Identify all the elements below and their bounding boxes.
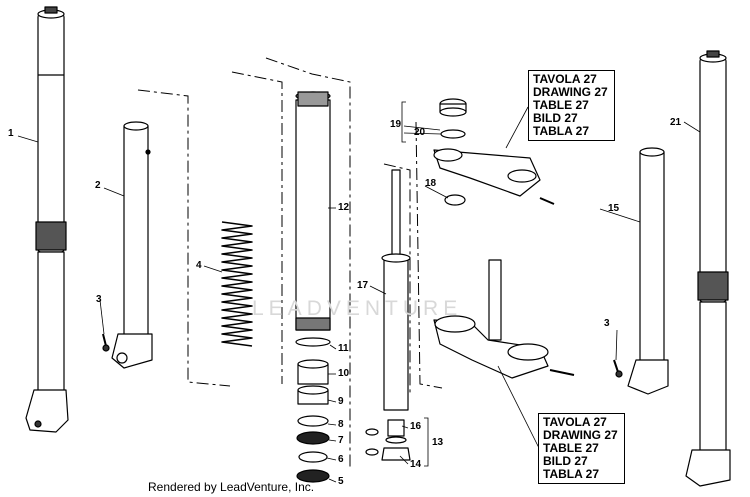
callout-16: 16 [410,421,422,432]
part-3-screw-right [613,359,623,378]
part-15-inner-tube-right [627,147,669,395]
part-21-fork-leg-right [685,50,731,487]
part-1-fork-leg-left [25,6,69,433]
callout-4: 4 [196,260,202,271]
callout-17: 17 [357,280,369,291]
part-7-seal [296,431,330,445]
part-13-o-ring-a [365,428,379,436]
callout-9: 9 [338,396,344,407]
part-11-circlip [295,337,331,347]
callout-10: 10 [338,368,350,379]
part-6-stop-ring [298,451,328,463]
callout-11: 11 [338,343,349,354]
part-9-bushing [297,385,329,405]
ref-top-line-1: TAVOLA 27 [533,72,597,86]
ref-bottom-line-5: TABLA 27 [543,467,600,481]
callout-13: 13 [432,437,444,448]
reference-box-bottom: TAVOLA 27 DRAWING 27 TABLE 27 BILD 27 TA… [538,413,625,484]
part-20-o-ring [440,129,466,139]
part-10-bushing [297,359,329,385]
top-triple-clamp [433,148,555,205]
reference-box-top: TAVOLA 27 DRAWING 27 TABLE 27 BILD 27 TA… [528,70,615,141]
callout-3-left: 3 [96,294,102,305]
part-18-bearing [444,194,466,206]
ref-top-line-2: DRAWING 27 [533,85,608,99]
part-4-spring [221,221,253,347]
part-5-dust-seal [296,469,330,483]
part-16-valve [385,419,407,444]
part-13-o-ring-b [365,448,379,456]
callout-14: 14 [410,459,422,470]
part-17-damping-rod [381,169,411,411]
leader-lines [17,101,701,483]
ref-bottom-line-4: BILD 27 [543,454,588,468]
assembly-guide-lines [137,57,443,470]
ref-bottom-line-1: TAVOLA 27 [543,415,607,429]
callout-1: 1 [8,128,14,139]
callout-19: 19 [390,119,402,130]
callout-5: 5 [338,476,344,487]
callout-7: 7 [338,435,344,446]
ref-top-line-5: TABLA 27 [533,124,590,138]
part-2-inner-tube [111,121,153,369]
callout-2: 2 [95,180,101,191]
ref-bottom-line-2: DRAWING 27 [543,428,618,442]
ref-top-line-4: BILD 27 [533,111,578,125]
callout-15: 15 [608,203,620,214]
lower-triple-clamp [433,259,575,379]
callout-3-right: 3 [604,318,610,329]
ref-bottom-line-3: TABLE 27 [543,441,599,455]
callout-6: 6 [338,454,344,465]
callout-18: 18 [425,178,437,189]
callout-12: 12 [338,202,350,213]
part-19-nut [439,98,467,117]
callout-21: 21 [670,117,682,128]
footer-credit: Rendered by LeadVenture, Inc. [148,480,315,494]
part-14-valve-base [381,447,411,461]
ref-top-line-3: TABLE 27 [533,98,589,112]
callout-20: 20 [414,127,426,138]
part-3-screw-left [102,333,110,352]
watermark: LEADVENTURE [252,297,463,320]
part-12-damper-cartridge-outer [295,91,331,331]
part-8-washer [297,415,329,427]
callout-8: 8 [338,419,344,430]
